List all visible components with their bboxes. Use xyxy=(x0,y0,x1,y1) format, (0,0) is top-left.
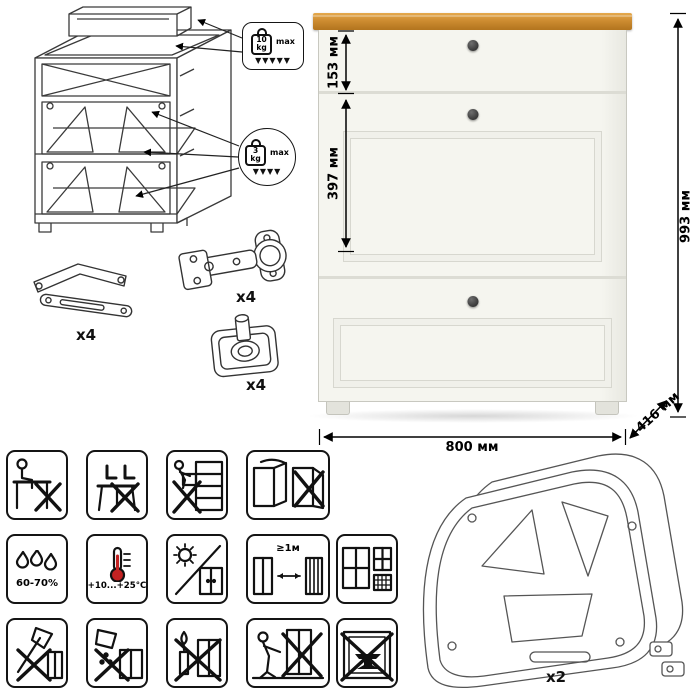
flap-weight-max-label: max xyxy=(270,147,289,157)
sun-wardrobe-icon xyxy=(173,543,224,596)
pictogram-no-dragging xyxy=(246,618,330,688)
spill-icon xyxy=(94,628,144,682)
person-moving-wardrobe-icon xyxy=(251,628,325,680)
cabinet-shadow xyxy=(306,409,641,423)
adjustable-foot-icon xyxy=(210,314,279,378)
down-arrows-icon: ▼▼▼▼ xyxy=(252,166,282,176)
drawer-weight-value: 10 xyxy=(256,34,267,44)
pictogram-no-sitting xyxy=(6,450,68,520)
candle-flame-icon xyxy=(174,630,222,682)
flap-weight-value: 3 xyxy=(252,145,259,155)
humidity-label: 60-70% xyxy=(15,577,58,589)
wireframe-cabinet-diagram xyxy=(34,6,232,233)
no-standing-icon xyxy=(96,464,140,513)
pictogram-no-liquids xyxy=(86,618,148,688)
pictogram-no-overload xyxy=(336,618,398,688)
drawer-knob xyxy=(467,40,478,51)
min-distance-label: ≥1м xyxy=(276,542,300,554)
no-sitting-icon xyxy=(12,458,62,512)
cabinet-body xyxy=(318,30,627,402)
drawer-weight-limit-badge: 10 kg max ▼▼▼▼▼ xyxy=(242,22,304,70)
kettlebell-icon: 3 kg xyxy=(245,138,267,166)
lower-flap-panel xyxy=(333,318,612,388)
hinge-icon xyxy=(178,229,287,291)
cabinet-foot-left xyxy=(326,402,350,415)
flap-weight-unit: kg xyxy=(250,154,261,163)
cabinet-flap-upper xyxy=(319,97,626,279)
shoe-flap-side-frames-diagram xyxy=(422,453,685,689)
no-climbing-icon xyxy=(172,459,224,514)
anvil-in-cabinet-icon xyxy=(340,630,394,682)
lift-arm-quantity: x4 xyxy=(76,326,97,344)
pictogram-no-open-flame xyxy=(166,618,228,688)
cabinet-flap-lower xyxy=(319,282,626,400)
thermometer-icon xyxy=(109,547,131,583)
lift-arm-stay-icon xyxy=(33,263,133,318)
side-frame-quantity: x2 xyxy=(546,668,567,686)
pictogram-heater-distance: ≥1м xyxy=(246,534,330,604)
foot-quantity: x4 xyxy=(246,376,267,394)
pictogram-no-climbing xyxy=(166,450,228,520)
axe-icon xyxy=(16,626,64,682)
upper-flap-panel xyxy=(343,131,602,262)
temperature-label: +10...+25°C xyxy=(87,581,147,592)
pictogram-ventilation xyxy=(336,534,398,604)
pictogram-no-standing xyxy=(86,450,148,520)
water-drops-icon xyxy=(15,549,58,571)
kettlebell-icon: 10 kg xyxy=(251,27,273,55)
pictogram-humidity: 60-70% xyxy=(6,534,68,604)
door-open-warning-icon xyxy=(252,458,325,510)
lower-flap-knob xyxy=(467,296,478,307)
upper-flap-knob xyxy=(467,109,478,120)
window-grid-icon xyxy=(341,546,393,592)
wardrobe-radiator-distance-icon xyxy=(252,556,324,595)
flap-weight-limit-badge: 3 kg max ▼▼▼▼ xyxy=(238,128,296,186)
hinge-quantity: x4 xyxy=(236,288,257,306)
dim-total-height: 993 мм xyxy=(678,190,694,243)
cabinet-foot-right xyxy=(595,402,619,415)
drawer-weight-unit: kg xyxy=(256,43,267,52)
down-arrows-icon: ▼▼▼▼▼ xyxy=(255,55,291,65)
pictogram-no-direct-sunlight xyxy=(166,534,228,604)
pictogram-no-sharp-tools xyxy=(6,618,68,688)
dim-drawer-height: 153 мм xyxy=(326,36,342,89)
cabinet-wood-top xyxy=(313,13,632,30)
drawer-weight-max-label: max xyxy=(276,36,295,46)
pictogram-temperature: +10...+25°C xyxy=(86,534,148,604)
cabinet-render xyxy=(306,13,641,423)
pictogram-door-no-hang xyxy=(246,450,330,520)
cabinet-drawer-front xyxy=(319,30,626,94)
dim-flap-height: 397 мм xyxy=(326,147,342,200)
